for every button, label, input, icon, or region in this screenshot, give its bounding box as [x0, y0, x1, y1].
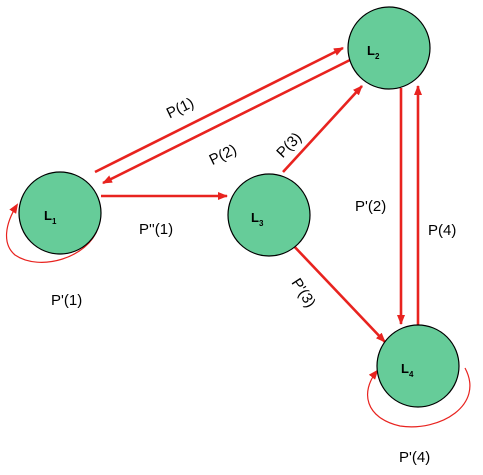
label-pp1: P''(1)	[139, 221, 173, 238]
edge-l2-to-l1	[102, 58, 351, 185]
node-l1-label: L1	[44, 208, 57, 226]
edge-l1-to-l2	[94, 46, 344, 174]
loop-l4	[367, 367, 471, 428]
node-l2[interactable]: L2	[347, 6, 431, 90]
label-p4: P(4)	[428, 222, 456, 239]
label-p1: P(1)	[164, 94, 197, 122]
node-l3-label: L3	[251, 210, 264, 228]
label-pprime3: P'(3)	[288, 275, 319, 310]
node-l2-label: L2	[367, 43, 380, 61]
node-l4[interactable]: L4	[376, 324, 460, 408]
edge-l3-to-l4	[289, 241, 386, 343]
node-l4-label: L4	[401, 361, 414, 379]
label-pprime2: P'(2)	[355, 198, 386, 215]
loop-l1	[6, 203, 99, 263]
label-pprime1: P'(1)	[51, 292, 82, 309]
node-l1[interactable]: L1	[18, 171, 102, 255]
label-p2: P(2)	[207, 141, 240, 169]
label-p3: P(3)	[273, 129, 305, 161]
node-l3[interactable]: L3	[227, 173, 311, 257]
label-pprime4: P'(4)	[399, 449, 430, 466]
edge-l3-to-l2	[282, 85, 363, 173]
